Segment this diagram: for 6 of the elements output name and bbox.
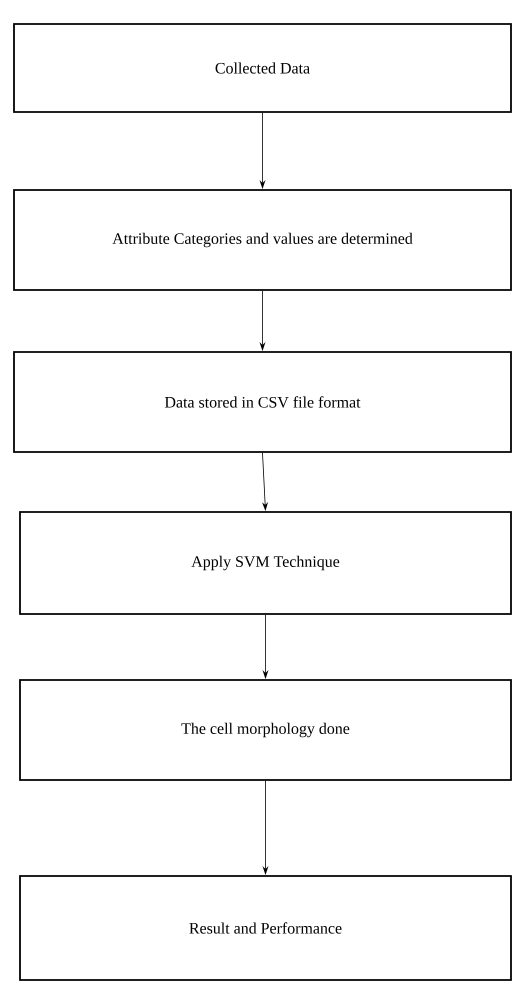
process-box: Result and Performance xyxy=(19,875,512,981)
process-box: Apply SVM Technique xyxy=(19,511,512,615)
process-box: Data stored in CSV file format xyxy=(13,351,512,453)
process-box: Collected Data xyxy=(13,23,512,113)
process-box: Attribute Categories and values are determined xyxy=(13,189,512,291)
process-box: The cell morphology done xyxy=(19,679,512,781)
